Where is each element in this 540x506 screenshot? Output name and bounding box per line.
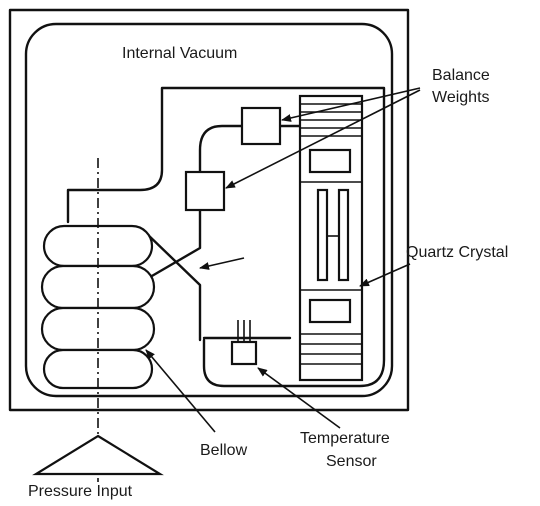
pressure-input-cone [32,434,164,476]
balance-weight-lower [184,170,226,212]
label-pressure-input: Pressure Input [28,483,133,500]
arrow-temp-sensor [257,367,341,429]
label-temperature-sensor-1: Temperature [300,430,390,447]
label-bellow: Bellow [200,442,248,459]
temperature-sensor [230,320,258,366]
label-balance-weights-2: Weights [432,89,490,106]
arrow-balance-lower [225,89,421,189]
quartz-crystal [298,94,364,382]
arrow-balance-upper [281,87,421,122]
balance-weight-upper [240,106,282,146]
label-quartz-crystal: Quartz Crystal [406,244,508,261]
arrow-bellow [145,349,216,433]
arrow-flexure [199,257,245,270]
outer-housing [8,8,410,412]
arrow-quartz [359,263,411,287]
label-temperature-sensor-2: Sensor [326,453,377,470]
vacuum-chamber [24,22,394,398]
internal-frame [66,86,386,388]
label-balance-weights-1: Balance [432,67,490,84]
label-internal-vacuum: Internal Vacuum [122,45,237,62]
